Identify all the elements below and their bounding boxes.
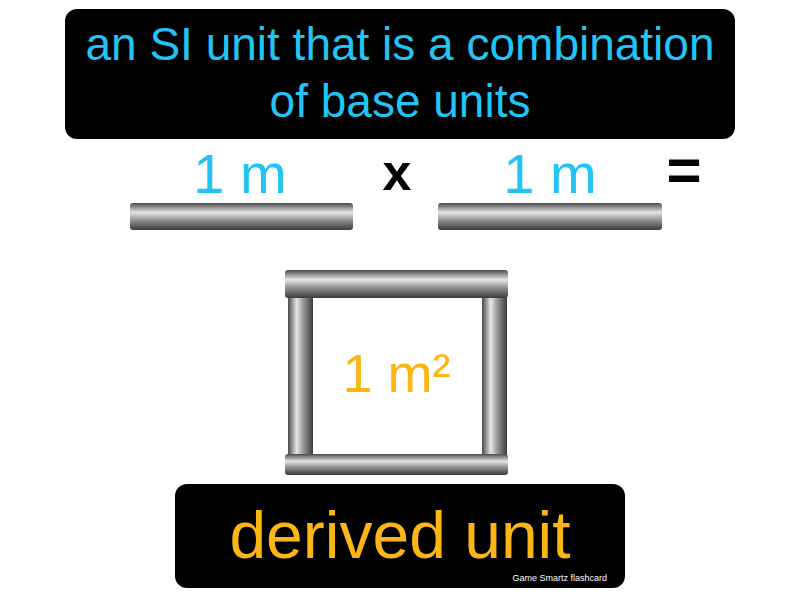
watermark: Game Smartz flashcard [512,573,607,584]
area-label: 1 m² [343,343,451,403]
meter-bar [438,203,662,230]
operator-symbol: = [666,140,701,200]
pipe [285,454,508,475]
pipe [482,288,507,458]
node-text: derived unit [187,497,613,573]
node-text: an SI unit that is a combination of base… [77,16,723,130]
pipe [288,288,313,458]
length-label: 1 m [503,146,596,202]
meter-bar [130,203,353,230]
length-label: 1 m [193,146,286,202]
square-frame: 1 m² [285,270,508,475]
operator-symbol: x [383,146,412,198]
definition-box: an SI unit that is a combination of base… [65,9,735,139]
pipe [285,270,508,298]
term-box: derived unitGame Smartz flashcard [175,484,625,588]
